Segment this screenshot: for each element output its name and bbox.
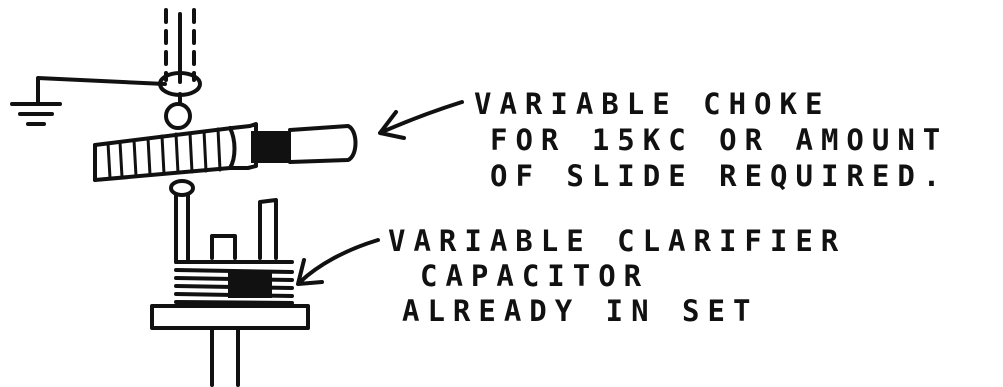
clarifier-label-line-1: VARIABLE CLARIFIER bbox=[388, 224, 847, 258]
arrow-to-capacitor bbox=[296, 238, 380, 286]
dashed-lead-icon bbox=[164, 8, 196, 84]
arrow-to-choke bbox=[378, 100, 464, 140]
choke-label-line-1: VARIABLE CHOKE bbox=[474, 87, 831, 121]
coil-form-icon bbox=[93, 122, 358, 182]
shaft-collar bbox=[169, 179, 195, 197]
clarifier-label-line-3: ALREADY IN SET bbox=[402, 294, 759, 328]
clarifier-label-line-2: CAPACITOR bbox=[420, 259, 650, 293]
ground-icon bbox=[10, 76, 167, 126]
variable-capacitor-icon bbox=[150, 198, 310, 387]
choke-label-line-2: FOR 15KC OR AMOUNT bbox=[490, 123, 949, 157]
choke-label-line-3: OF SLIDE REQUIRED. bbox=[490, 159, 949, 193]
shaft-bead bbox=[164, 102, 192, 130]
